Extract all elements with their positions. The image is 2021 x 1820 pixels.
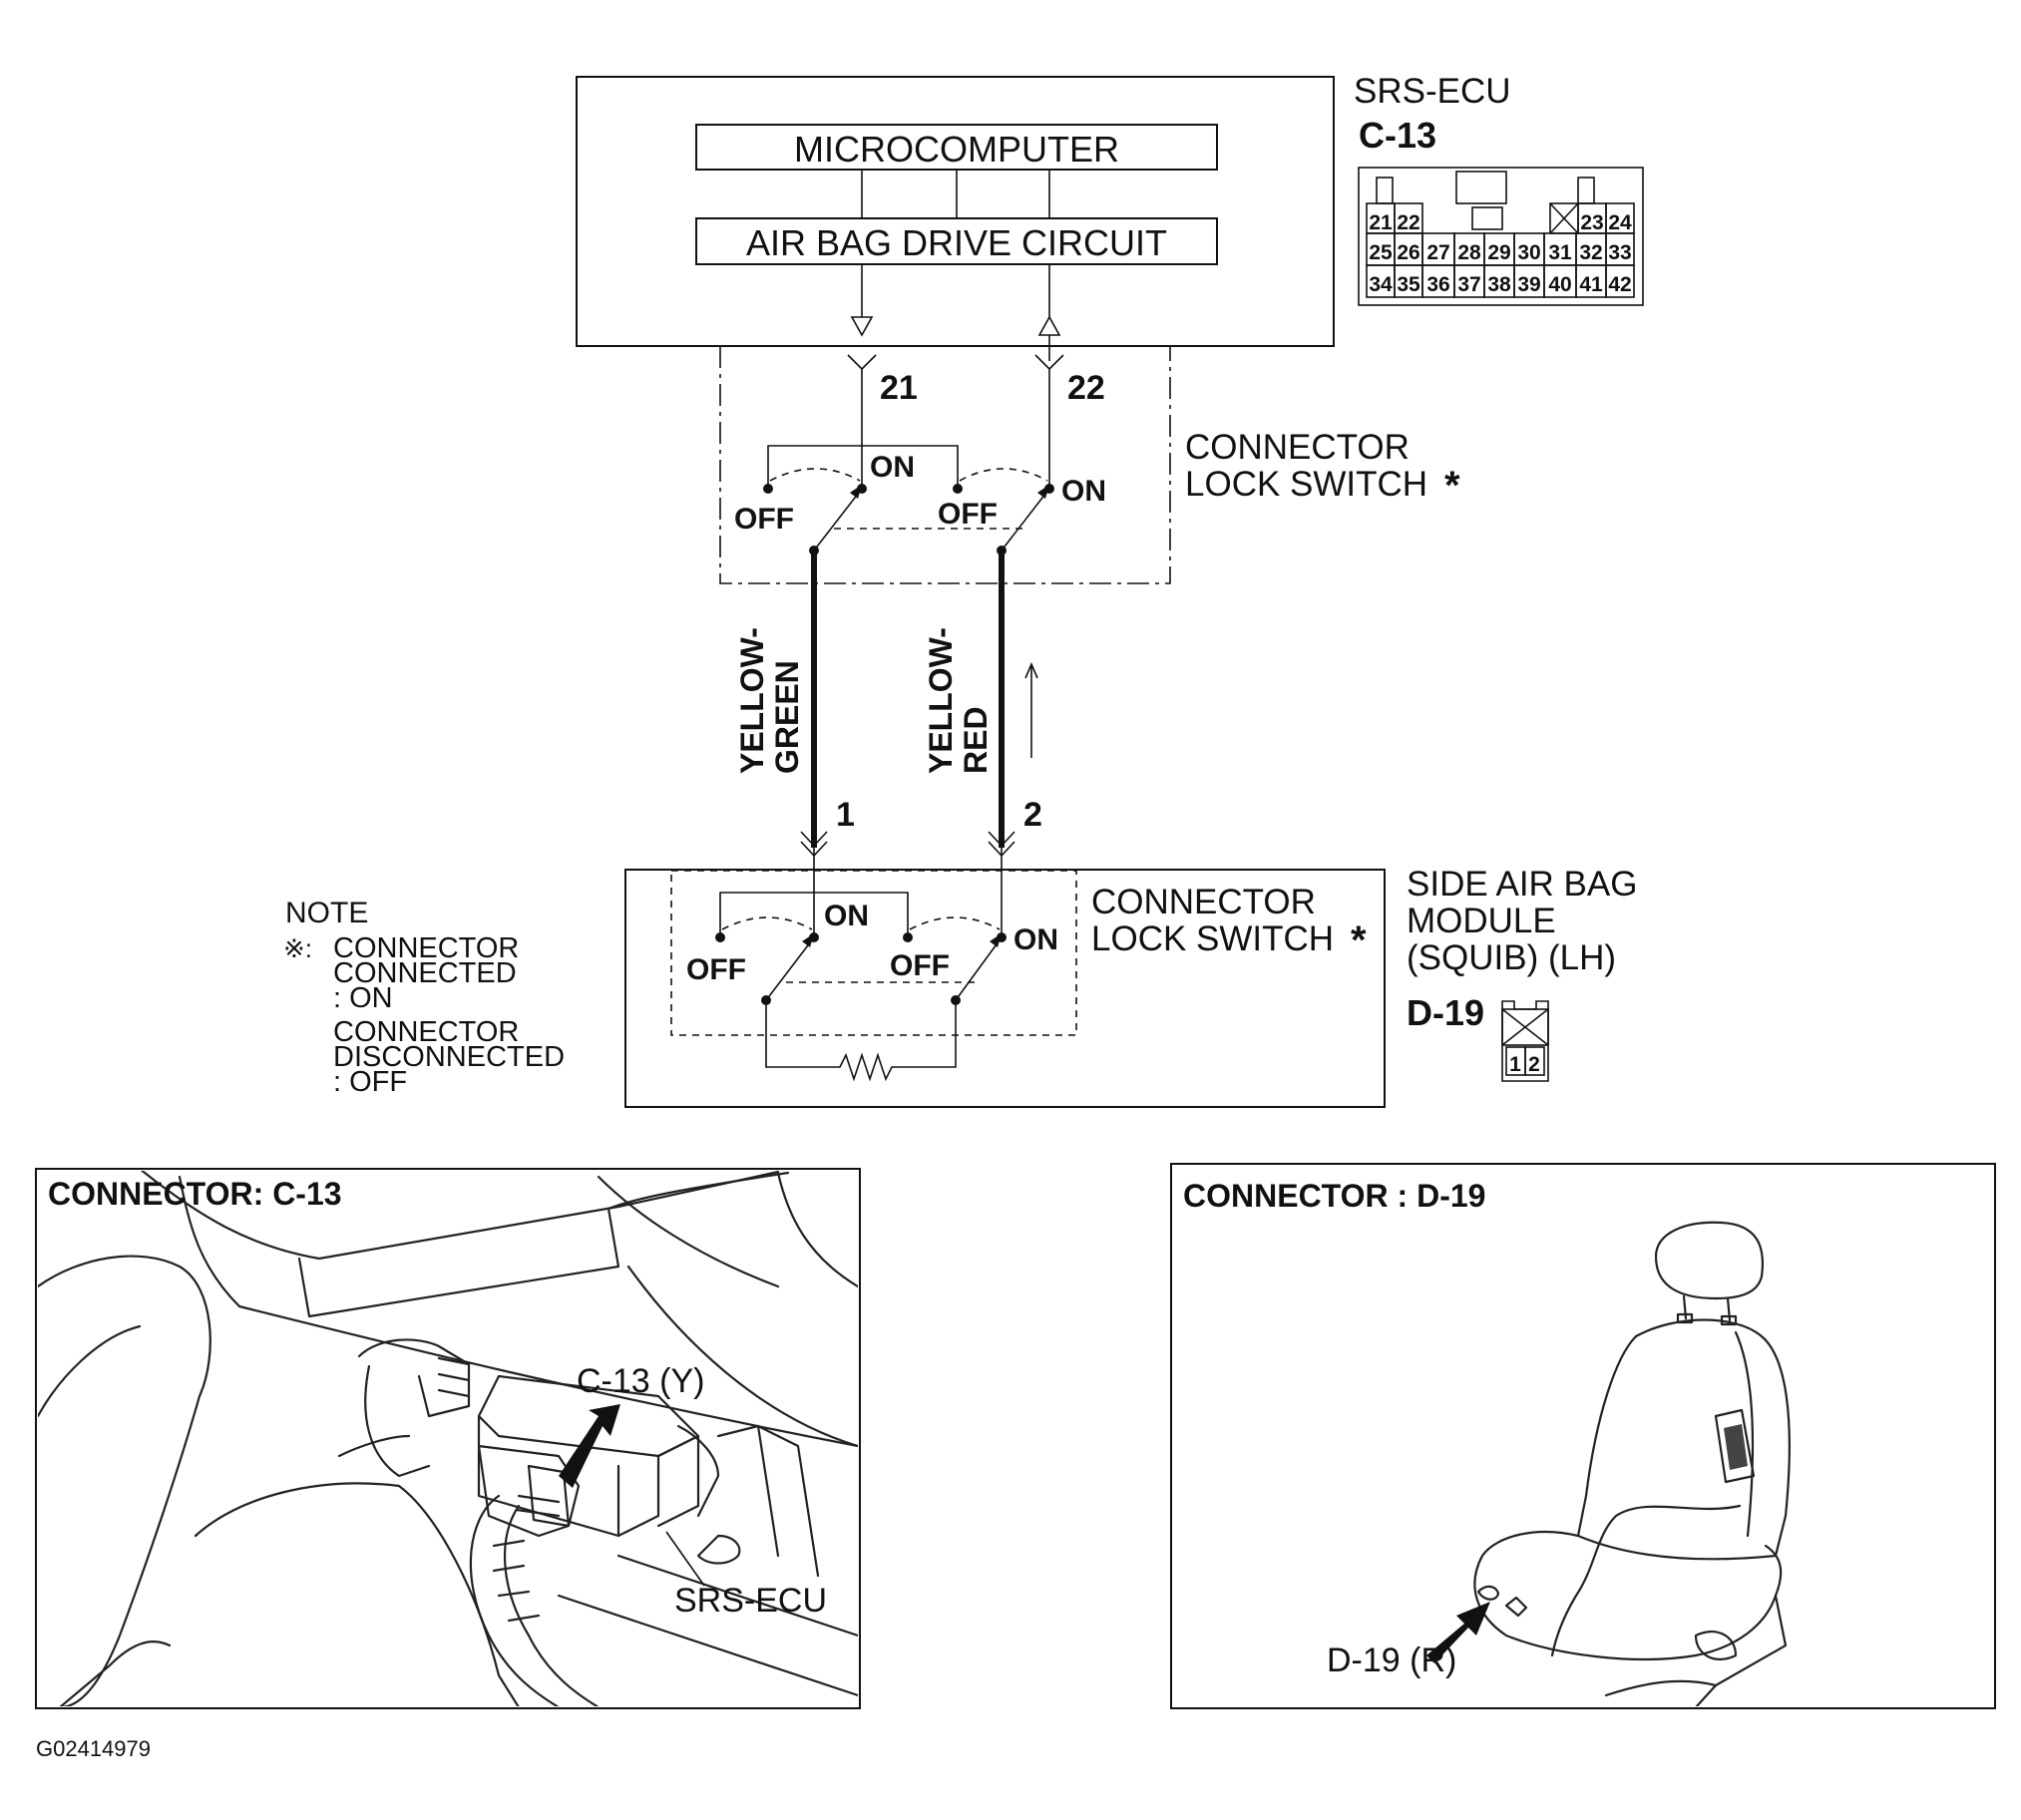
d19-pin-2: 2	[1528, 1053, 1540, 1076]
module-connector-id: D-19	[1407, 992, 1484, 1033]
pin-label: 37	[1457, 273, 1480, 296]
note-mark: ※:	[283, 933, 312, 963]
c13-location-illustration	[38, 1171, 858, 1706]
pin-label: 39	[1517, 273, 1540, 296]
pin-label: 30	[1517, 241, 1540, 264]
c13-callout-label: C-13 (Y)	[577, 1362, 704, 1400]
module-name-line1: SIDE AIR BAG	[1407, 865, 1637, 904]
d19-pin-face: 1 2	[1501, 1000, 1549, 1082]
pin-label: 32	[1579, 241, 1602, 264]
input-triangle	[1037, 315, 1061, 336]
upper-off-label-1: OFF	[734, 503, 794, 536]
c13-pin-face: 21 22 23 24 25 26 27 28 29 30 31 32 33 3…	[1358, 167, 1644, 306]
wire1-color-line1: YELLOW-	[734, 627, 770, 774]
d19-callout-label: D-19 (R)	[1327, 1641, 1456, 1679]
note-line2: CONNECTED	[333, 957, 517, 989]
squib-resistor	[765, 1000, 957, 1082]
pin-label: 21	[1369, 211, 1393, 234]
lower-on-label-1: ON	[824, 900, 869, 932]
pin-label: 22	[1397, 211, 1419, 234]
d19-pin-1: 1	[1509, 1053, 1521, 1076]
pin-label: 31	[1548, 241, 1572, 264]
pin-label: 36	[1426, 273, 1449, 296]
wire2-color-line1: YELLOW-	[923, 627, 959, 774]
wire1-color-line2: GREEN	[769, 660, 805, 774]
pin-label: 28	[1457, 241, 1481, 264]
panel-d19-title: CONNECTOR : D-19	[1183, 1178, 1485, 1214]
upper-on-label-2: ON	[1061, 475, 1106, 508]
module-pin-1: 1	[836, 796, 855, 834]
note-line6: : OFF	[333, 1066, 407, 1098]
d19-callout-arrow	[1426, 1602, 1490, 1663]
c13-callout-arrow	[559, 1404, 620, 1488]
module-name-line3: (SQUIB) (LH)	[1407, 938, 1616, 977]
ecu-pin-21: 21	[880, 369, 918, 407]
ecu-name: SRS-ECU	[1354, 72, 1511, 111]
pin-label: 34	[1369, 273, 1393, 296]
pin-label: 23	[1580, 211, 1603, 234]
lower-connector-lock-switch: ON ON OFF OFF	[670, 870, 1077, 1082]
pin-label: 33	[1608, 241, 1631, 264]
lower-off-label-1: OFF	[686, 953, 746, 986]
upper-off-label-2: OFF	[938, 498, 998, 531]
lower-switch-label-line2: LOCK SWITCH	[1091, 919, 1334, 958]
module-pin-2: 2	[1023, 796, 1042, 834]
drive-circuit-label: AIR BAG DRIVE CIRCUIT	[746, 222, 1167, 263]
lower-off-label-2: OFF	[890, 949, 950, 982]
pin-label: 42	[1608, 273, 1631, 296]
lower-switch-label-line1: CONNECTOR	[1091, 883, 1316, 921]
wire2-color-line2: RED	[958, 706, 994, 774]
figure-id: G02414979	[36, 1736, 151, 1761]
ecu-pin-22: 22	[1067, 369, 1105, 407]
pin-label: 26	[1397, 241, 1419, 264]
c13-ecu-label: SRS-ECU	[674, 1582, 827, 1620]
pin-label: 35	[1397, 273, 1420, 296]
pin-label: 25	[1369, 241, 1393, 264]
upper-switch-asterisk: *	[1444, 464, 1460, 508]
lower-on-label-2: ON	[1013, 923, 1058, 956]
d19-seat-illustration	[1426, 1221, 1791, 1706]
module-name-line2: MODULE	[1407, 902, 1556, 940]
pin-label: 29	[1487, 241, 1510, 264]
note-title: NOTE	[285, 897, 368, 929]
ecu-box	[576, 76, 1335, 347]
panel-connector-c13: CONNECTOR: C-13 C-13 (Y) SRS-ECU	[35, 1168, 861, 1709]
upper-switch-label-line1: CONNECTOR	[1185, 428, 1410, 467]
pin-label: 41	[1579, 273, 1603, 296]
note-line5: DISCONNECTED	[333, 1041, 565, 1073]
panel-connector-d19: CONNECTOR : D-19 D-19 (R)	[1170, 1163, 1996, 1709]
pin-label: 40	[1548, 273, 1571, 296]
note-line1: CONNECTOR	[333, 932, 519, 964]
upper-switch-label-line2: LOCK SWITCH	[1185, 465, 1427, 504]
pin-label: 27	[1426, 241, 1449, 264]
note-line4: CONNECTOR	[333, 1016, 519, 1048]
output-triangle	[850, 316, 874, 337]
module-box	[624, 869, 1386, 1108]
pin-label: 38	[1487, 273, 1511, 296]
pin-label: 24	[1608, 211, 1632, 234]
upper-on-label-1: ON	[870, 451, 915, 484]
note-line3: : ON	[333, 982, 393, 1014]
microcomputer-label: MICROCOMPUTER	[794, 129, 1119, 170]
ecu-connector-id: C-13	[1359, 115, 1436, 156]
panel-c13-title: CONNECTOR: C-13	[48, 1176, 342, 1212]
lower-switch-asterisk: *	[1351, 918, 1367, 962]
